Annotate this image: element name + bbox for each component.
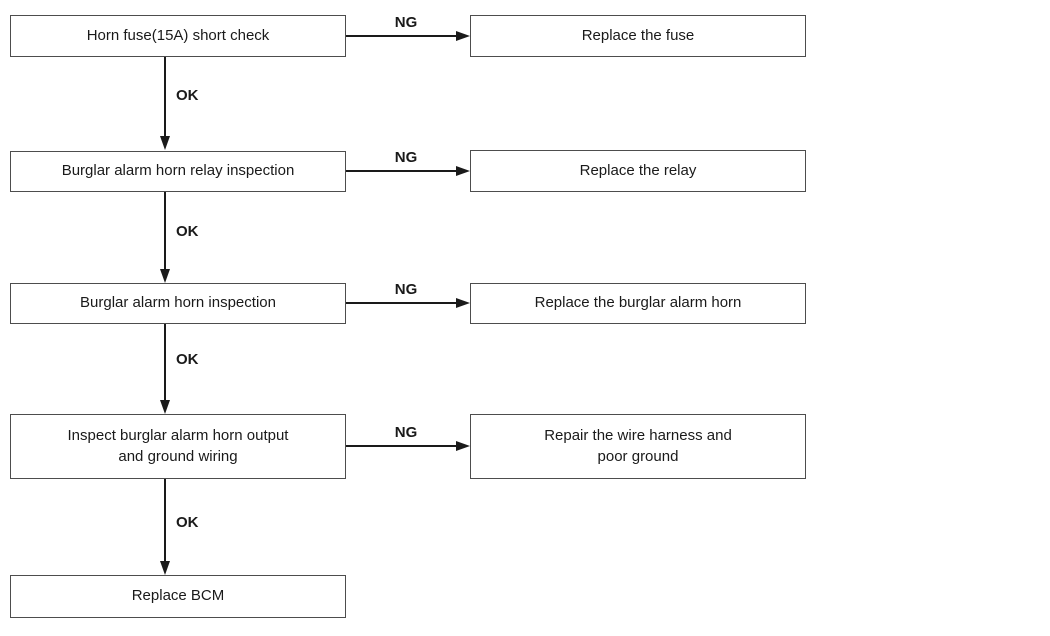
step-label: Inspect burglar alarm horn output and gr… — [67, 427, 289, 465]
result-box-repair-wire-harness: Repair the wire harness and poor ground — [470, 414, 806, 479]
ok-arrowhead-icon — [160, 269, 170, 283]
result-box-replace-burglar-alarm-horn: Replace the burglar alarm horn — [470, 283, 806, 324]
result-box-replace-fuse: Replace the fuse — [470, 15, 806, 57]
step-box-horn-fuse-short-check: Horn fuse(15A) short check — [10, 15, 346, 57]
result-box-replace-relay: Replace the relay — [470, 150, 806, 192]
ok-arrowhead-icon — [160, 400, 170, 414]
ok-arrowhead-icon — [160, 561, 170, 575]
ok-label: OK — [176, 87, 199, 104]
step-box-horn-relay-inspection: Burglar alarm horn relay inspection — [10, 151, 346, 192]
result-label: Replace the fuse — [581, 26, 695, 44]
result-label: Repair the wire harness and poor ground — [544, 427, 732, 465]
ng-label: NG — [394, 14, 418, 31]
result-label: Replace the burglar alarm horn — [534, 294, 742, 312]
ok-label: OK — [176, 351, 199, 368]
ok-arrow-line-3 — [164, 324, 166, 400]
ng-label: NG — [394, 149, 418, 166]
ng-label: NG — [394, 424, 418, 441]
step-label: Burglar alarm horn inspection — [80, 294, 276, 312]
ng-arrow-line-1 — [346, 35, 456, 37]
ok-label: OK — [176, 514, 199, 531]
ng-arrowhead-icon — [456, 31, 470, 41]
ng-arrow-line-3 — [346, 302, 456, 304]
ok-arrow-line-2 — [164, 192, 166, 269]
step-label: Replace BCM — [131, 587, 225, 605]
ng-arrowhead-icon — [456, 298, 470, 308]
ng-arrow-line-2 — [346, 170, 456, 172]
step-box-replace-bcm: Replace BCM — [10, 575, 346, 618]
ok-label: OK — [176, 223, 199, 240]
step-box-output-ground-wiring-inspection: Inspect burglar alarm horn output and gr… — [10, 414, 346, 479]
ok-arrowhead-icon — [160, 136, 170, 150]
ok-arrow-line-4 — [164, 479, 166, 561]
step-label: Horn fuse(15A) short check — [86, 26, 270, 44]
ng-arrow-line-4 — [346, 445, 456, 447]
ok-arrow-line-1 — [164, 57, 166, 137]
ng-label: NG — [394, 281, 418, 298]
step-box-horn-inspection: Burglar alarm horn inspection — [10, 283, 346, 324]
ng-arrowhead-icon — [456, 166, 470, 176]
ng-arrowhead-icon — [456, 441, 470, 451]
result-label: Replace the relay — [579, 161, 697, 179]
step-label: Burglar alarm horn relay inspection — [61, 162, 295, 180]
